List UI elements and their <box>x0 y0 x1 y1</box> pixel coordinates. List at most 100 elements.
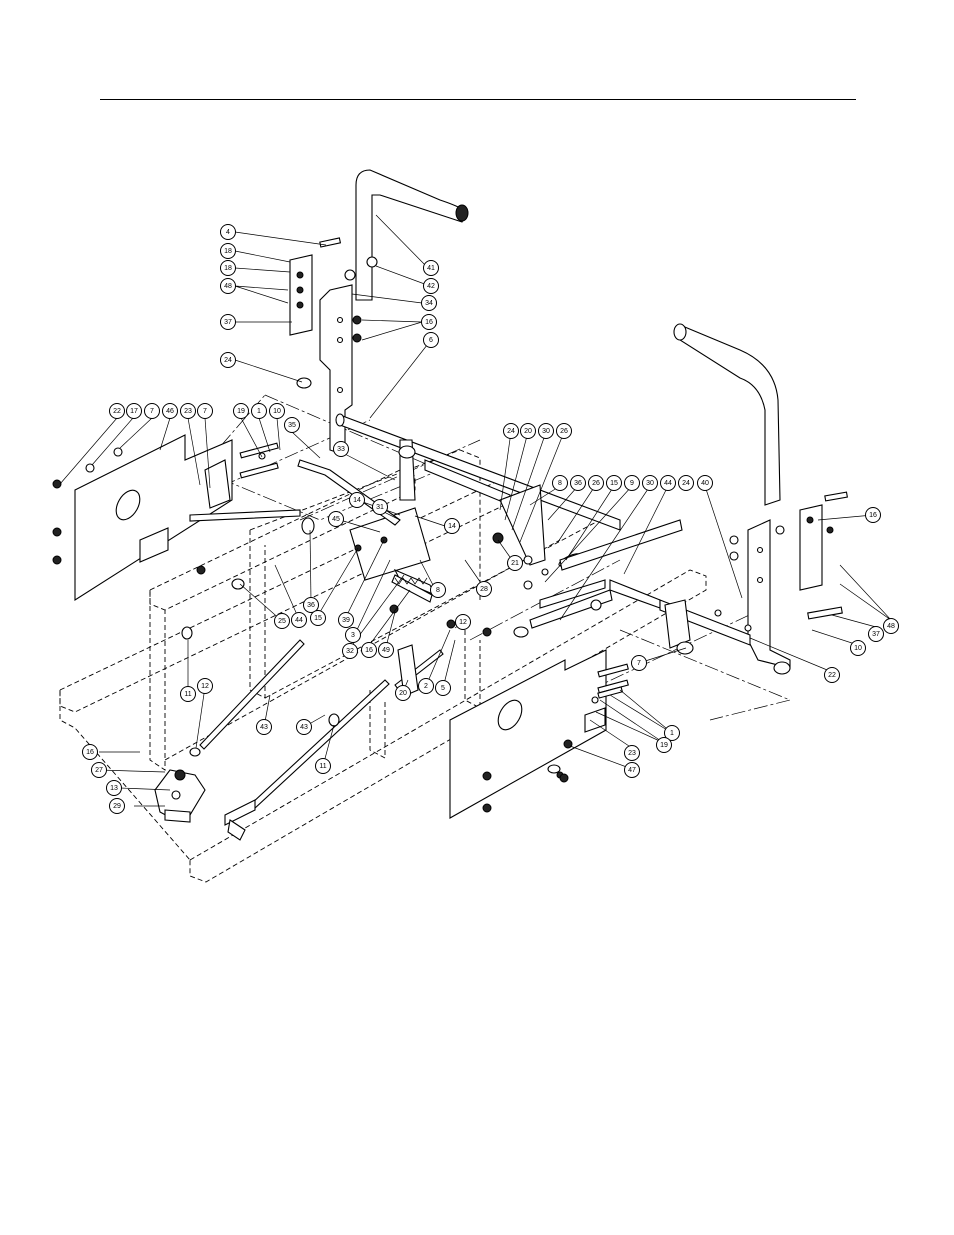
callout-label: 39 <box>342 617 350 624</box>
callout-label: 16 <box>365 647 373 654</box>
callout-label: 9 <box>630 480 634 487</box>
callout-46: 46 <box>163 404 178 419</box>
callout-label: 7 <box>637 660 641 667</box>
callout-7: 7 <box>198 404 213 419</box>
callout-35: 35 <box>285 418 300 433</box>
callout-42: 42 <box>424 279 439 294</box>
callout-34: 34 <box>422 296 437 311</box>
callout-36: 36 <box>571 476 586 491</box>
callout-label: 16 <box>425 319 433 326</box>
callout-2: 2 <box>419 679 434 694</box>
callout-label: 43 <box>300 724 308 731</box>
callout-7: 7 <box>632 656 647 671</box>
callout-47: 47 <box>625 763 640 778</box>
callout-22: 22 <box>825 668 840 683</box>
callout-18: 18 <box>221 244 236 259</box>
callout-43: 43 <box>257 720 272 735</box>
callout-26: 26 <box>589 476 604 491</box>
callout-13: 13 <box>107 781 122 796</box>
callout-label: 24 <box>682 480 690 487</box>
callout-24: 24 <box>679 476 694 491</box>
callout-30: 30 <box>643 476 658 491</box>
callout-label: 8 <box>558 480 562 487</box>
callout-11: 11 <box>181 687 196 702</box>
callout-label: 1 <box>670 730 674 737</box>
callout-label: 36 <box>307 602 315 609</box>
callout-3: 3 <box>346 628 361 643</box>
callout-16: 16 <box>422 315 437 330</box>
callout-label: 49 <box>382 647 390 654</box>
callout-27: 27 <box>92 763 107 778</box>
callout-label: 35 <box>288 422 296 429</box>
callout-label: 26 <box>560 428 568 435</box>
callout-12: 12 <box>456 615 471 630</box>
callout-label: 48 <box>887 623 895 630</box>
callout-7: 7 <box>145 404 160 419</box>
callout-15: 15 <box>311 611 326 626</box>
callout-17: 17 <box>127 404 142 419</box>
callout-4: 4 <box>221 225 236 240</box>
callout-30: 30 <box>539 424 554 439</box>
callout-label: 12 <box>201 683 209 690</box>
callout-33: 33 <box>334 442 349 457</box>
callout-40: 40 <box>698 476 713 491</box>
callout-32: 32 <box>343 644 358 659</box>
pump-control-bracket <box>155 748 255 840</box>
callout-label: 30 <box>542 428 550 435</box>
callout-label: 43 <box>260 724 268 731</box>
callout-label: 36 <box>574 480 582 487</box>
callout-label: 21 <box>511 560 519 567</box>
callout-48: 48 <box>884 619 899 634</box>
callout-6: 6 <box>424 333 439 348</box>
callout-label: 27 <box>95 767 103 774</box>
callout-37: 37 <box>221 315 236 330</box>
callout-label: 13 <box>110 785 118 792</box>
callout-label: 17 <box>130 408 138 415</box>
callout-26: 26 <box>557 424 572 439</box>
callout-21: 21 <box>508 556 523 571</box>
callout-label: 23 <box>628 750 636 757</box>
callout-14: 14 <box>445 519 460 534</box>
callout-label: 14 <box>353 497 361 504</box>
callout-label: 22 <box>113 408 121 415</box>
callout-15: 15 <box>607 476 622 491</box>
callout-label: 37 <box>872 631 880 638</box>
callout-23: 23 <box>181 404 196 419</box>
callout-23: 23 <box>625 746 640 761</box>
callout-18: 18 <box>221 261 236 276</box>
callout-19: 19 <box>657 738 672 753</box>
callout-label: 47 <box>628 767 636 774</box>
callout-45: 45 <box>329 512 344 527</box>
callout-44: 44 <box>661 476 676 491</box>
callout-24: 24 <box>221 353 236 368</box>
callout-label: 20 <box>524 428 532 435</box>
callout-label: 20 <box>399 690 407 697</box>
callout-12: 12 <box>198 679 213 694</box>
callout-label: 37 <box>224 319 232 326</box>
callout-16: 16 <box>83 745 98 760</box>
callout-9: 9 <box>625 476 640 491</box>
callout-39: 39 <box>339 613 354 628</box>
callout-10: 10 <box>270 404 285 419</box>
callout-label: 12 <box>459 619 467 626</box>
callout-label: 32 <box>346 648 354 655</box>
callout-label: 15 <box>314 615 322 622</box>
callout-14: 14 <box>350 493 365 508</box>
callout-label: 10 <box>854 645 862 652</box>
cross-shaft-assembly <box>336 414 750 648</box>
callout-label: 46 <box>166 408 174 415</box>
callout-label: 8 <box>436 587 440 594</box>
callout-label: 44 <box>664 480 672 487</box>
callout-label: 26 <box>592 480 600 487</box>
callout-label: 16 <box>869 512 877 519</box>
callout-22: 22 <box>110 404 125 419</box>
callout-label: 10 <box>273 408 281 415</box>
callout-1: 1 <box>252 404 267 419</box>
callout-label: 28 <box>480 586 488 593</box>
callout-label: 11 <box>184 691 191 698</box>
callout-43: 43 <box>297 720 312 735</box>
callout-19: 19 <box>234 404 249 419</box>
callout-label: 31 <box>376 504 384 511</box>
callout-label: 16 <box>86 749 94 756</box>
